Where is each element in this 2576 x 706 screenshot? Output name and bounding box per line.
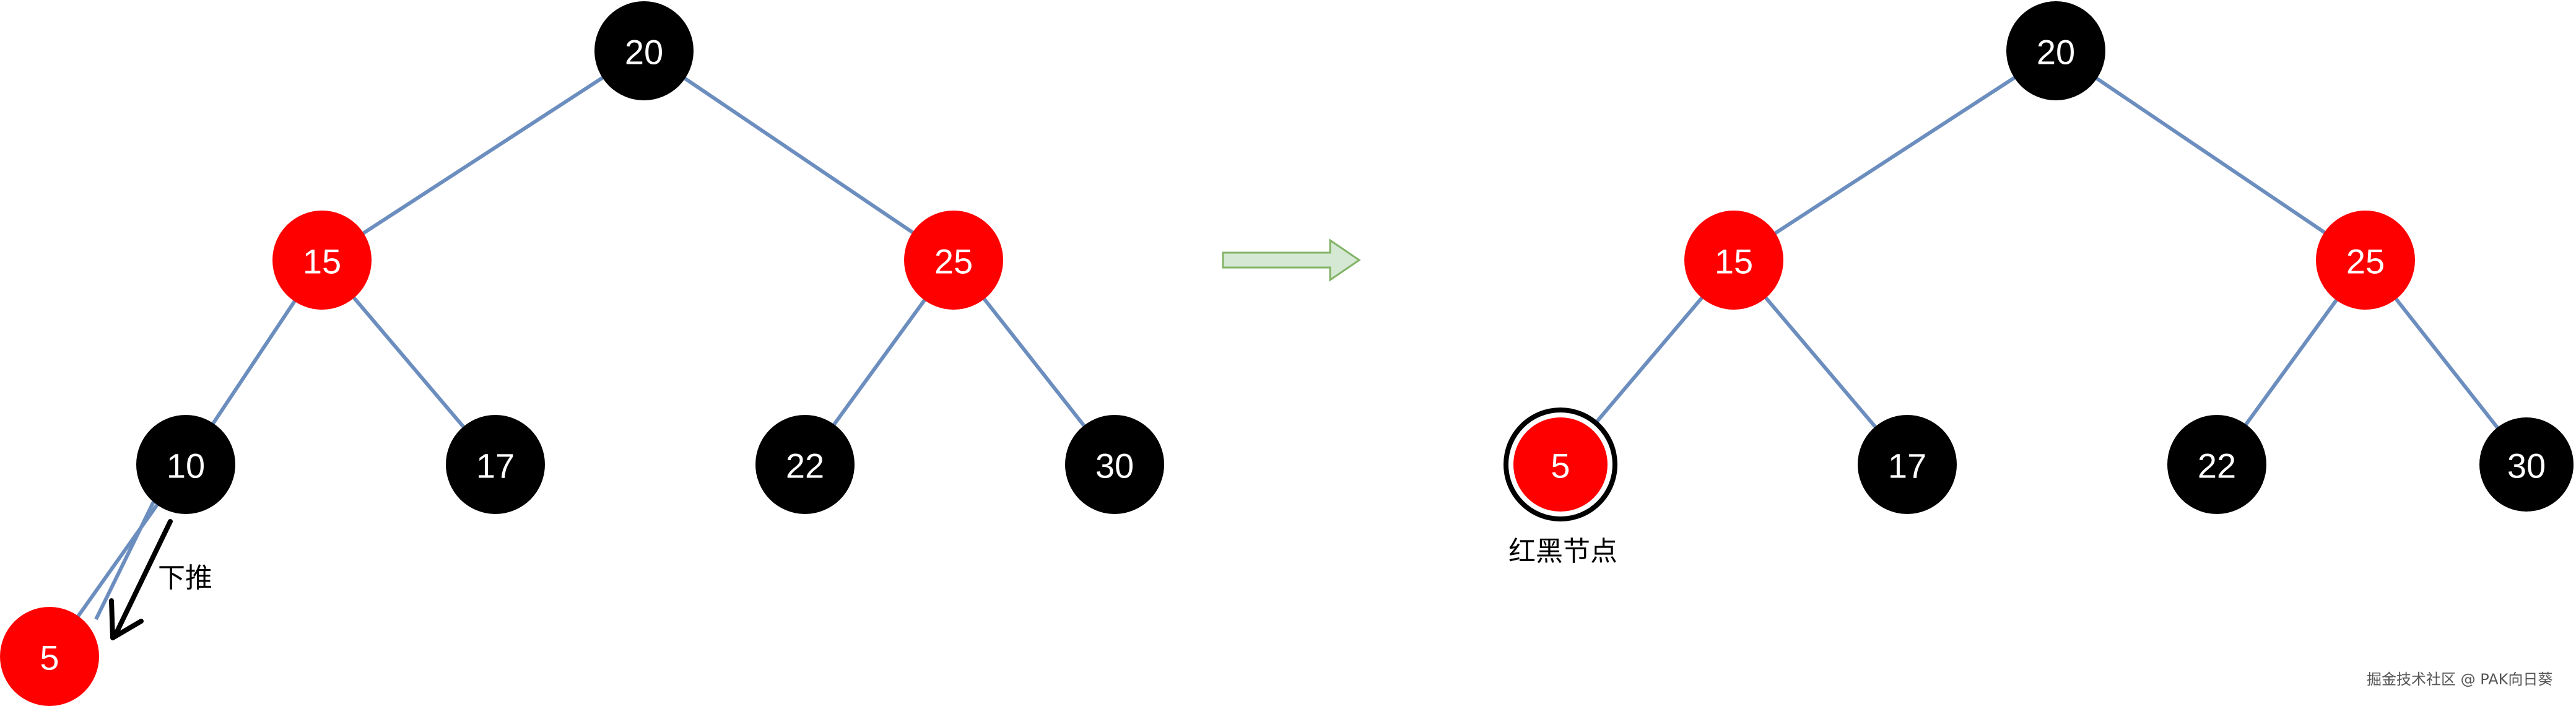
node-10-label: 10 — [167, 447, 205, 486]
edge-20-25 — [643, 49, 955, 262]
right-tree: 20 15 25 5 17 22 — [1503, 1, 2574, 567]
node-25[interactable]: 25 — [2316, 211, 2415, 310]
node-20-circle — [2006, 1, 2105, 100]
node-15-circle — [1684, 211, 1783, 310]
push-down-label: 下推 — [158, 562, 212, 594]
node-25-circle — [904, 211, 1003, 310]
node-17[interactable]: 17 — [1858, 415, 1957, 514]
node-30-label: 30 — [1095, 447, 1134, 486]
node-17-label: 17 — [1888, 447, 1926, 486]
node-25-label: 25 — [2346, 242, 2385, 281]
node-17[interactable]: 17 — [446, 415, 545, 514]
node-22-circle — [755, 415, 855, 514]
node-20-circle — [594, 1, 694, 100]
node-15-label: 15 — [1715, 242, 1753, 281]
node-22-label: 22 — [2198, 447, 2236, 486]
node-20[interactable]: 20 — [2006, 1, 2105, 100]
node-30-circle — [1065, 415, 1164, 514]
right-tree-nodes: 20 15 25 5 17 22 — [1503, 1, 2574, 521]
node-30[interactable]: 30 — [2479, 417, 2574, 512]
node-22[interactable]: 22 — [2167, 415, 2266, 514]
node-30-label: 30 — [2507, 447, 2546, 486]
transition-arrow-shape — [1222, 238, 1361, 282]
node-5-circle — [0, 607, 99, 706]
node-17-label: 17 — [476, 447, 515, 486]
node-15[interactable]: 15 — [272, 211, 372, 310]
node-15[interactable]: 15 — [1684, 211, 1783, 310]
node-5-label: 5 — [40, 638, 59, 678]
node-25-label: 25 — [934, 242, 973, 281]
edge-20-15 — [1733, 49, 2057, 262]
push-down-arrow-head — [109, 598, 144, 640]
left-tree: 20 15 25 10 17 22 — [0, 1, 1164, 706]
node-25[interactable]: 25 — [904, 211, 1003, 310]
node-22-circle — [2167, 415, 2266, 514]
node-5[interactable]: 5 — [0, 607, 99, 706]
node-15-circle — [272, 211, 372, 310]
node-15-label: 15 — [303, 242, 341, 281]
red-black-node-label: 红黑节点 — [1508, 536, 1617, 567]
node-5-red-black[interactable]: 5 — [1503, 407, 1617, 521]
node-30[interactable]: 30 — [1065, 415, 1164, 514]
node-20-label: 20 — [2037, 33, 2075, 72]
node-20-label: 20 — [625, 33, 663, 72]
node-17-circle — [446, 415, 545, 514]
left-tree-nodes: 20 15 25 10 17 22 — [0, 1, 1164, 706]
watermark-text: 掘金技术社区 @ PAK向日葵 — [2367, 671, 2552, 688]
transition-arrow — [1222, 238, 1361, 282]
node-20[interactable]: 20 — [594, 1, 694, 100]
push-down-arrow — [109, 519, 173, 640]
node-5-label: 5 — [1551, 447, 1570, 486]
edge-20-15 — [321, 49, 645, 262]
node-10-circle — [136, 415, 235, 514]
node-22-label: 22 — [786, 447, 824, 486]
node-17-circle — [1858, 415, 1957, 514]
node-10[interactable]: 10 — [136, 415, 235, 514]
push-down-arrow-shaft — [112, 519, 173, 639]
node-25-circle — [2316, 211, 2415, 310]
edge-20-25 — [2055, 49, 2367, 262]
node-5-circle — [1513, 417, 1608, 512]
node-22[interactable]: 22 — [755, 415, 855, 514]
node-30-circle — [2479, 417, 2574, 512]
